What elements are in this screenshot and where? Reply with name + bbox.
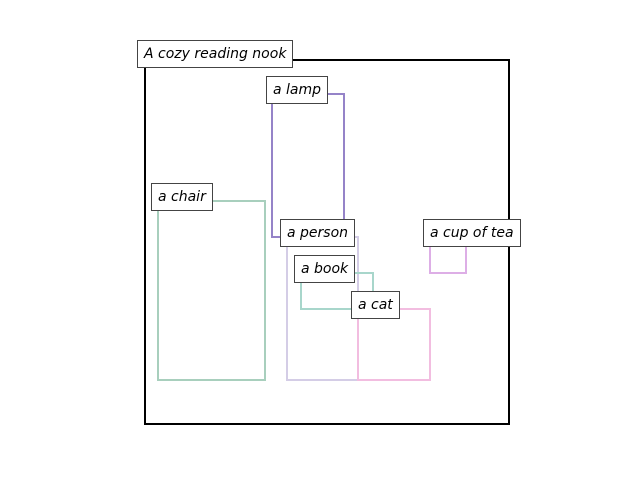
chair-box (157, 200, 266, 381)
person-label: a person (280, 219, 356, 247)
chair-label: a chair (151, 183, 213, 211)
scene-caption-label: A cozy reading nook (137, 40, 294, 68)
cat-label: a cat (351, 291, 400, 319)
tea-label: a cup of tea (423, 219, 521, 247)
book-label: a book (294, 255, 356, 283)
lamp-box (271, 93, 345, 238)
lamp-label: a lamp (266, 76, 329, 104)
